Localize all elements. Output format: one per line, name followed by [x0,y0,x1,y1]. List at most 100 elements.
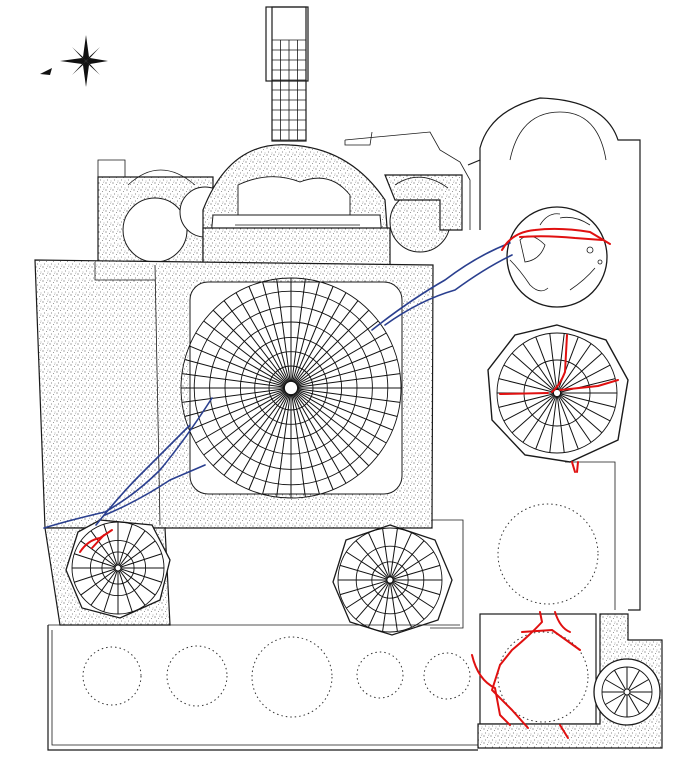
left-dome-rib [119,569,146,606]
right-dome-rib [549,333,558,390]
main-dome-rib [297,359,398,387]
main-dome-ring [209,306,373,470]
compass-rose-icon [60,35,108,87]
right-dome-rib [511,352,555,391]
center-dome-rib [345,551,388,579]
center-dome-rib [339,580,388,596]
right-dome-rib [557,396,579,450]
left-dome-ring [101,551,135,585]
main-dome-rib [295,391,379,456]
center-dome-rib [355,540,389,578]
br-dome-rib [627,670,640,691]
center-dome-rib [391,540,425,578]
main-dome-ring [254,351,328,425]
main-dome-rib [248,286,289,383]
center-dome-rib [382,583,391,632]
left-dome-oculus [114,564,122,572]
main-dome-rib [203,391,287,456]
left-dome-rib [118,570,133,612]
center-dome-rib [389,583,398,632]
left-dome-ring [89,539,147,597]
right-dome-rib [559,395,603,434]
main-dome-rib [181,388,285,403]
main-dome-rib [262,281,290,382]
main-dome-rib [223,392,288,476]
main-dome-rib [195,332,286,386]
right-dome-rib [535,336,557,390]
center-dome-rib [392,580,441,596]
bottom-right-dome [601,666,653,718]
right-dome-rib [511,395,555,434]
main-dome-rib [276,278,291,382]
left-dome-rib [119,540,156,567]
left-dome-rib [90,569,117,606]
main-dome-ring [268,365,314,411]
center-dome-rib [382,528,391,577]
main-dome-rib [295,309,370,384]
right-dome-rib [498,393,554,408]
right-dome-rib [503,394,555,422]
center-dome-oculus [386,576,394,584]
main-dome-rib [295,320,379,385]
main-dome-rib [293,393,334,490]
main-dome-rib [293,292,347,383]
right-dome-rib [503,364,555,392]
center-dome-rib [345,581,388,609]
main-dome-rib [276,394,291,498]
center-dome-rib [390,582,413,628]
br-dome-rib [605,679,626,692]
main-dome-rib [296,345,393,386]
right-dome-rib [559,394,611,422]
main-dome-rim [180,277,402,499]
left-lower-dome [71,521,165,615]
main-dome-rib [203,320,287,385]
blue-crack-lines [43,242,513,529]
main-dome-rib [223,300,288,384]
br-dome-rib [614,693,627,714]
main-dome-rib [293,286,334,383]
lower-center-dome-room [332,519,464,636]
right-dome-rib [559,352,603,391]
center-dome-rib [389,528,398,577]
north-pointer-icon [40,68,52,75]
main-dome-rib [184,389,285,417]
main-dome-rib [262,394,290,495]
right-dome-rib [559,364,611,392]
br-dome-rib [628,692,649,705]
main-dome-rib [294,392,359,476]
center-dome-rib [367,532,390,578]
br-dome-rib [605,692,626,705]
main-dome-rib [212,309,287,384]
upper-left-block [97,159,231,269]
upper-right-cluster [344,131,471,253]
left-dome-rib [118,524,133,566]
main-dome [180,277,402,499]
minaret-grid [271,39,307,141]
main-dome-rib [181,373,285,388]
central-dome-hall [202,144,391,269]
left-dome-rib [80,569,117,596]
center-dome-ring [355,545,425,615]
main-dome-rib [296,332,387,386]
main-dome-rib [235,393,289,484]
br-dome-rib [628,679,649,692]
center-dome-rib [392,581,435,609]
main-dome-rib [295,392,370,467]
main-dome-ring [239,336,343,440]
main-dome-rib [291,278,306,382]
main-dome-rib [292,281,320,382]
center-dome-rib [392,564,441,580]
left-dome-rib [103,570,118,612]
main-dome-rib [296,390,387,444]
center-dome-rib [390,532,413,578]
right-wing [467,97,641,611]
right-dome-rim [496,332,618,454]
main-dome-rib [184,359,285,387]
center-dome-rib [367,582,390,628]
main-dome-rib [297,388,401,403]
right-dome-rib [556,333,565,390]
br-dome-oculus [623,688,631,696]
left-dome-rib [90,530,117,567]
center-dome-rib [392,551,435,579]
left-dome-rib [120,553,162,568]
